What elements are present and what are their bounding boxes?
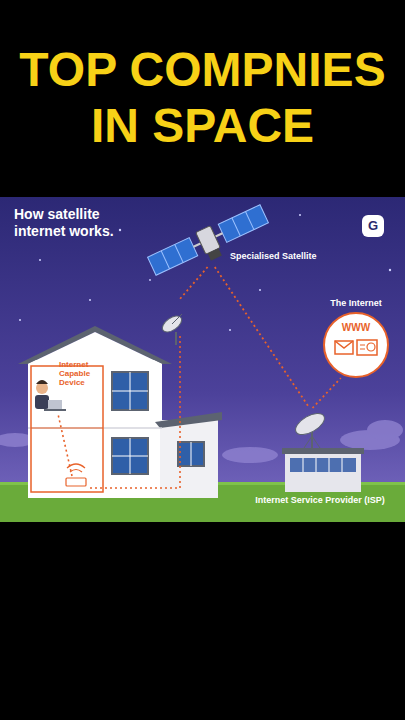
node-label: Internet Service Provider (ISP) (245, 495, 395, 506)
dotted-link (215, 267, 310, 408)
roof-dish (160, 313, 185, 345)
mail-globe-icons (333, 337, 379, 359)
infographic-heading: How satellite internet works. (14, 206, 139, 240)
sky-panel (0, 197, 405, 522)
router (66, 464, 86, 486)
house-wiring (58, 336, 180, 488)
dotted-link (313, 378, 341, 408)
logo-mark: G (362, 215, 384, 237)
node-label: Specialised Satellite (230, 251, 317, 261)
satellite-node: Specialised Satellite (150, 205, 330, 267)
node-heading: The Internet (318, 298, 394, 309)
isp-building (282, 409, 364, 492)
internet-node: The InternetWWW (318, 298, 394, 378)
node-label: WWW (325, 314, 387, 334)
satellite (147, 203, 273, 284)
isp-node: Internet Service Provider (ISP) (245, 408, 395, 516)
dotted-link (179, 267, 208, 300)
house (18, 326, 222, 498)
page-title: TOP COMPNIES IN SPACE (5, 42, 400, 154)
node-label: Internet Capable Device (59, 360, 105, 387)
internet-circle: WWW (323, 312, 389, 378)
house-node: Internet Capable Device (25, 300, 220, 498)
